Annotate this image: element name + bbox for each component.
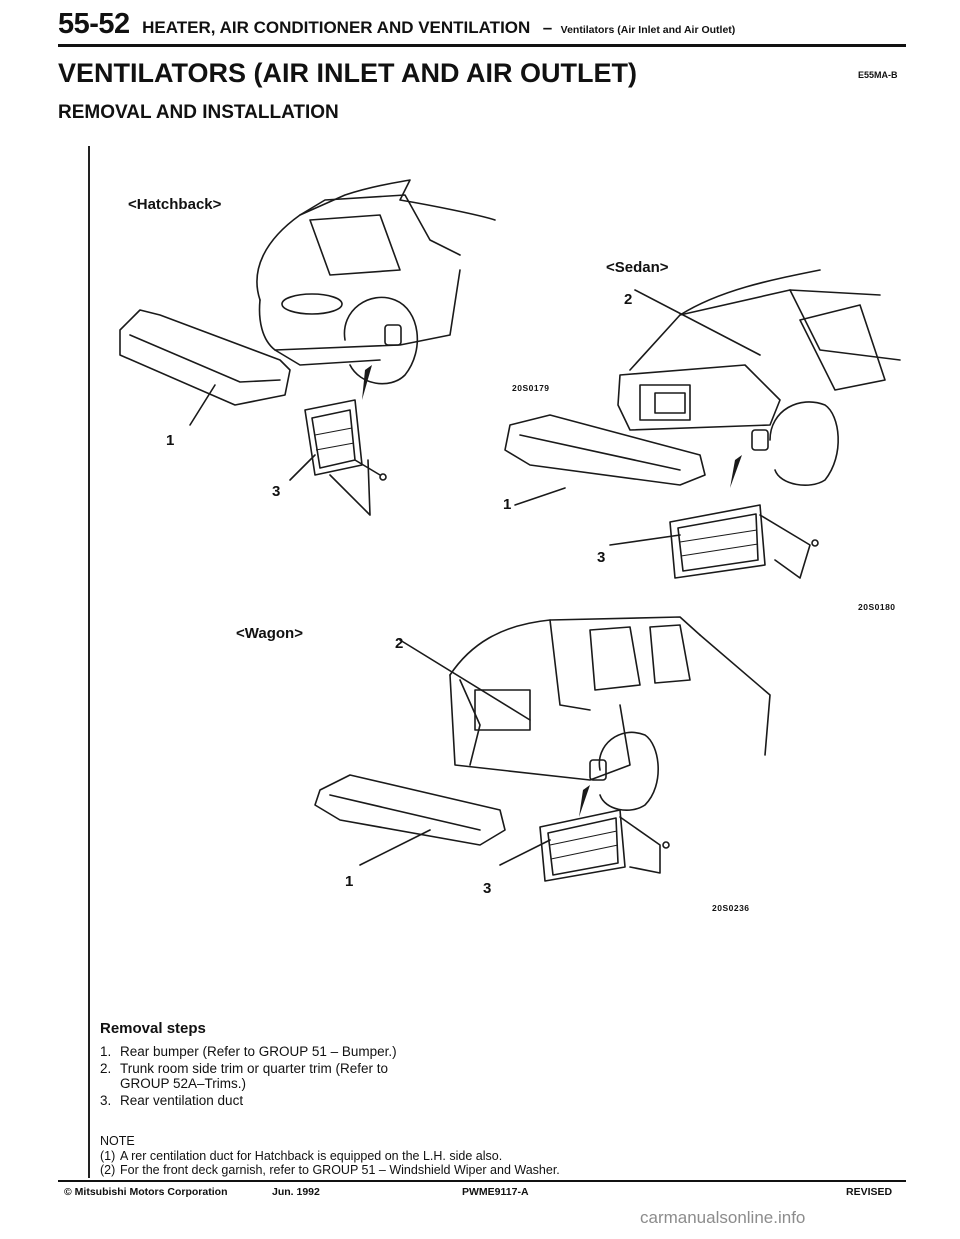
footer-copyright: © Mitsubishi Motors Corporation — [64, 1186, 228, 1198]
margin-bar — [88, 146, 90, 1178]
wagon-callout-1: 1 — [345, 873, 354, 890]
footer-rule — [58, 1180, 906, 1182]
sedan-figure-code: 20S0180 — [858, 602, 896, 612]
sedan-label: <Sedan> — [606, 259, 669, 276]
list-item: (2) For the front deck garnish, refer to … — [100, 1163, 880, 1177]
wagon-figure-code: 20S0236 — [712, 903, 750, 913]
step-text: Rear bumper (Refer to GROUP 51 – Bumper.… — [120, 1044, 397, 1059]
step-text: Trunk room side trim or quarter trim (Re… — [120, 1061, 389, 1091]
list-item: 3. Rear ventilation duct — [100, 1093, 400, 1108]
sedan-callout-3: 3 — [597, 549, 606, 566]
note-number: (1) — [100, 1149, 116, 1163]
wagon-illustration — [314, 616, 771, 882]
wagon-callout-3: 3 — [483, 880, 492, 897]
note-heading: NOTE — [100, 1134, 135, 1148]
list-item: (1) A rer centilation duct for Hatchback … — [100, 1149, 880, 1163]
step-text: Rear ventilation duct — [120, 1093, 244, 1108]
list-item: 2. Trunk room side trim or quarter trim (… — [100, 1061, 400, 1091]
hatchback-label: <Hatchback> — [128, 196, 222, 213]
step-number: 3. — [100, 1093, 112, 1108]
sedan-callout-2: 2 — [624, 291, 633, 308]
doc-code: E55MA-B — [858, 70, 898, 80]
footer-date: Jun. 1992 — [272, 1186, 320, 1198]
removal-steps-heading: Removal steps — [100, 1020, 206, 1037]
hatchback-callout-1: 1 — [166, 432, 175, 449]
note-list: (1) A rer centilation duct for Hatchback … — [100, 1149, 880, 1177]
wagon-label: <Wagon> — [236, 625, 303, 642]
footer-doc-id: PWME9117-A — [462, 1186, 529, 1198]
hatchback-callout-3: 3 — [272, 483, 281, 500]
hatchback-figure-code: 20S0179 — [512, 383, 550, 393]
page-number: 55-52 — [58, 8, 130, 40]
note-number: (2) — [100, 1163, 116, 1177]
note-text: A rer centilation duct for Hatchback is … — [120, 1149, 503, 1163]
subsection-title: Ventilators (Air Inlet and Air Outlet) — [560, 24, 736, 36]
list-item: 1. Rear bumper (Refer to GROUP 51 – Bumpe… — [100, 1044, 400, 1059]
section-title: HEATER, AIR CONDITIONER AND VENTILATION — [142, 18, 531, 37]
watermark: carmanualsonline.info — [640, 1208, 806, 1227]
page-title: VENTILATORS (AIR INLET AND AIR OUTLET) — [58, 58, 637, 88]
sedan-illustration — [504, 269, 901, 579]
removal-steps-list: 1. Rear bumper (Refer to GROUP 51 – Bumpe… — [100, 1044, 400, 1110]
step-number: 2. — [100, 1061, 112, 1076]
footer-status: REVISED — [846, 1186, 893, 1198]
step-number: 1. — [100, 1044, 112, 1059]
wagon-callout-2: 2 — [395, 635, 404, 652]
header-dash: – — [542, 18, 553, 37]
sedan-callout-1: 1 — [503, 496, 512, 513]
note-text: For the front deck garnish, refer to GRO… — [120, 1163, 560, 1177]
page-header: 55-52 HEATER, AIR CONDITIONER AND VENTIL… — [58, 8, 735, 41]
hatchback-illustration — [119, 179, 496, 516]
section-subtitle: REMOVAL AND INSTALLATION — [58, 102, 339, 123]
header-rule — [58, 44, 906, 47]
